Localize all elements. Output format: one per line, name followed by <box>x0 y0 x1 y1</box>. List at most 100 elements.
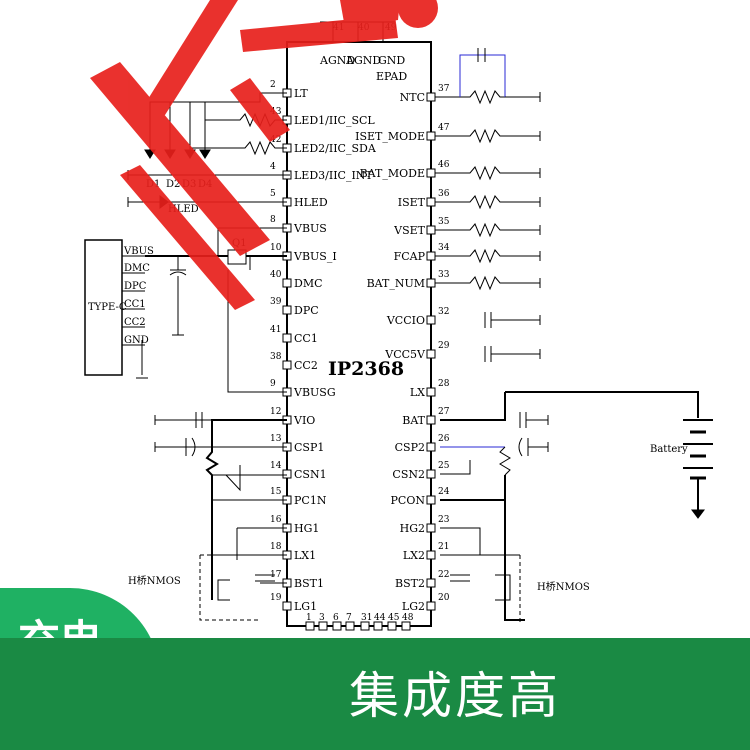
pin-label: VCC5V <box>384 348 426 361</box>
pin-pad <box>345 621 355 631</box>
pin-label: LED1/IIC_SCL <box>294 114 375 127</box>
pin-pad <box>332 621 342 631</box>
pin-number: 24 <box>438 487 450 497</box>
pin-number: 26 <box>438 434 450 444</box>
battery-network <box>440 391 713 519</box>
pin-pad <box>426 469 436 479</box>
pin-number: 47 <box>438 123 450 133</box>
pin-pad <box>360 621 370 631</box>
pin-label: VBUSG <box>293 386 336 399</box>
pin-label: CSP2 <box>395 441 425 454</box>
pin-number: 21 <box>438 542 449 552</box>
pin-label: LT <box>294 87 308 100</box>
pin-number: 37 <box>438 84 450 94</box>
battery-label: Battery <box>650 444 688 455</box>
typec-pin-label: CC1 <box>124 299 146 310</box>
pin-pad <box>426 92 436 102</box>
typec-pin-label: CC2 <box>124 317 146 328</box>
chip-body <box>286 41 432 627</box>
pin-pad <box>426 523 436 533</box>
pin-label: CSP1 <box>294 441 324 454</box>
pin-pad <box>426 315 436 325</box>
pin-number: 3 <box>319 613 325 623</box>
pin-label: CSN2 <box>392 468 425 481</box>
pin-label: DPC <box>294 304 319 317</box>
banner-text: 集成度高 <box>349 667 561 725</box>
pin-number: 5 <box>270 189 276 199</box>
chip-name: IP2368 <box>328 358 404 380</box>
resistor <box>435 222 540 238</box>
pin-label: ISET_MODE <box>355 130 425 143</box>
pin-pad <box>426 197 436 207</box>
left-lower-network <box>154 412 287 621</box>
typec-title: TYPE-C <box>88 302 127 313</box>
pin-number: 29 <box>438 341 450 351</box>
pin-label: LX1 <box>294 549 316 562</box>
pin-label: DMC <box>294 277 323 290</box>
pin-label: HG2 <box>400 522 425 535</box>
typec-pin-label: GND <box>124 335 149 346</box>
pin-label: BAT_NUM <box>367 277 425 290</box>
pin-number: 8 <box>270 215 276 225</box>
resistor <box>435 128 540 144</box>
pin-number: 48 <box>402 613 414 623</box>
pin-label: VIO <box>293 414 315 427</box>
pin-pad <box>318 621 328 631</box>
pin-pad <box>426 278 436 288</box>
pin-label: ISET <box>398 196 426 209</box>
pin-number: 38 <box>270 352 282 362</box>
pin-number: 7 <box>346 613 352 623</box>
pin-pad <box>305 621 315 631</box>
pin-label: BAT <box>402 414 425 427</box>
pin-pad <box>426 168 436 178</box>
pin-number: 2 <box>270 80 276 90</box>
resistor <box>435 248 540 264</box>
pin-number: 19 <box>270 593 282 603</box>
pin-number: 33 <box>438 270 450 280</box>
typec-connector <box>84 239 123 376</box>
pin-number: 9 <box>270 379 276 389</box>
pin-label: LX <box>410 386 425 399</box>
pin-number: 17 <box>270 570 282 580</box>
pin-label: HLED <box>294 196 328 209</box>
pin-pad <box>426 550 436 560</box>
feature-banner <box>0 638 750 750</box>
typec-pin-label: DPC <box>124 281 147 292</box>
ntc-resistor <box>435 89 505 105</box>
pin-number: 34 <box>438 243 450 253</box>
resistor <box>435 194 540 210</box>
pin-number: 32 <box>438 307 449 317</box>
right-lower-network <box>440 500 525 625</box>
pin-pad <box>426 131 436 141</box>
pin-label: LG2 <box>402 600 425 613</box>
pin-pad <box>426 349 436 359</box>
pin-pad <box>426 578 436 588</box>
led-label: D2 <box>166 179 180 190</box>
pin-label: PC1N <box>294 494 327 507</box>
pin-number: 10 <box>270 243 282 253</box>
pin-label: LED2/IIC_SDA <box>294 142 377 155</box>
pin-pad <box>387 621 397 631</box>
pin-number: 39 <box>270 297 282 307</box>
pin-pad <box>282 601 292 611</box>
pin-number: 28 <box>438 379 450 389</box>
pin-label: BAT_MODE <box>360 167 425 180</box>
pin-label: LED3/IIC_INT <box>294 169 373 182</box>
pin-label: VSET <box>393 224 426 237</box>
typec-pin-label: VBUS <box>123 246 154 257</box>
pin-pad <box>282 360 292 370</box>
pin-label: NTC <box>400 91 425 104</box>
pin-number: 22 <box>438 570 449 580</box>
pin-pad <box>426 601 436 611</box>
left-pins: 2LT43LED1/IIC_SCL42LED2/IIC_SDA4LED3/IIC… <box>270 80 377 613</box>
pin-number: 40 <box>270 270 282 280</box>
epad-label: EPAD <box>376 70 407 83</box>
pin-label: BST2 <box>395 577 425 590</box>
top-pin-label: GND <box>378 54 405 67</box>
pin-number: 15 <box>270 487 282 497</box>
pin-pad <box>426 495 436 505</box>
pin-label: CC1 <box>294 332 318 345</box>
pin-label: LX2 <box>403 549 425 562</box>
pin-label: HG1 <box>294 522 319 535</box>
